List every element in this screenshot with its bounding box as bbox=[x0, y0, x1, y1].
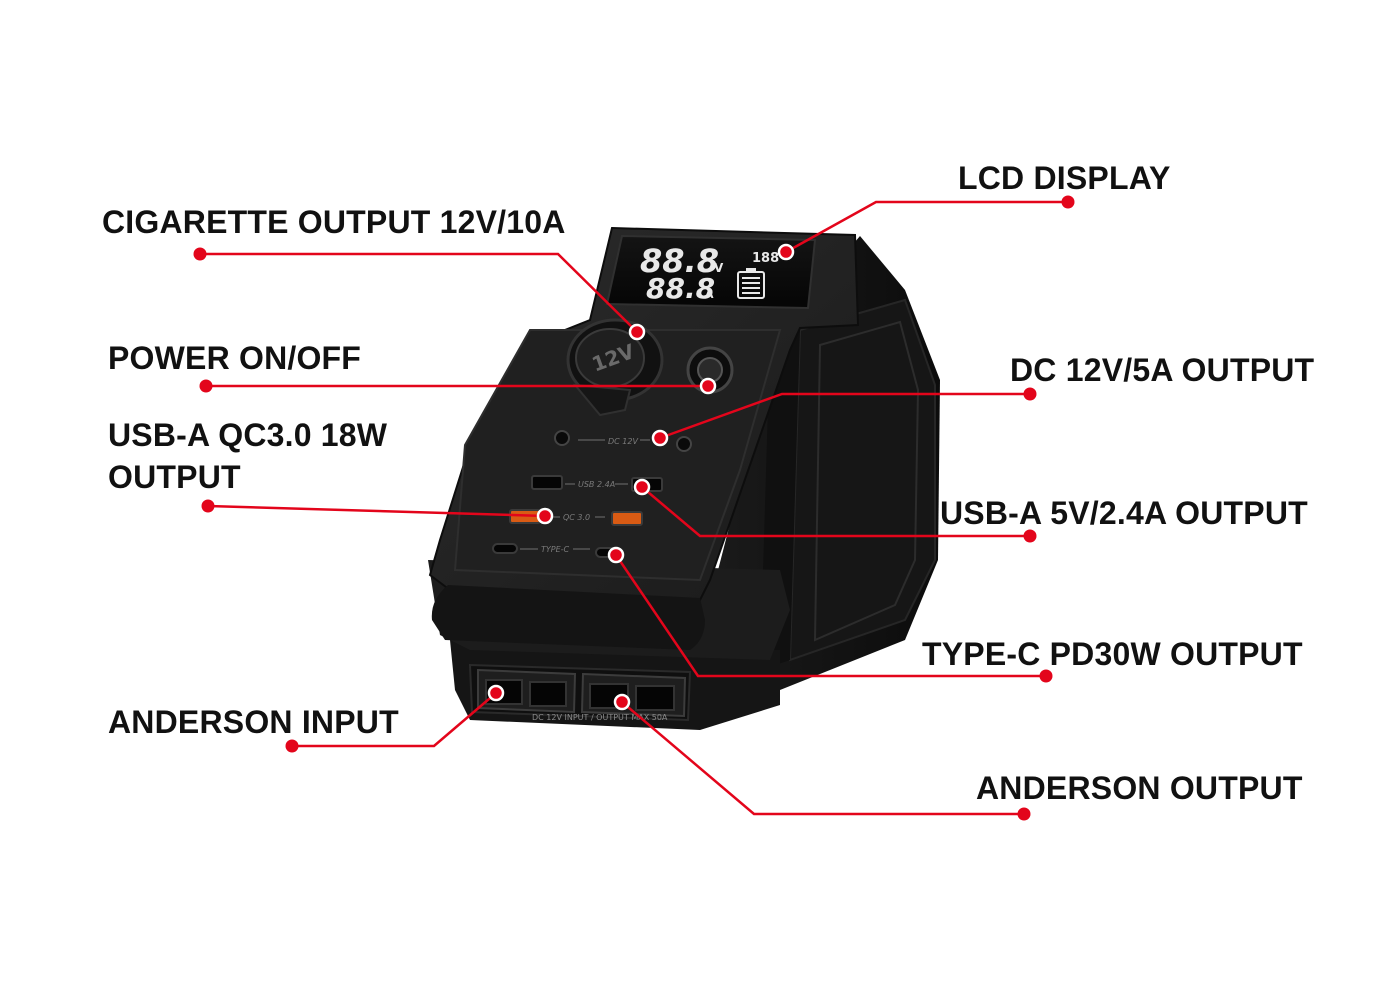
label-lcd-display: LCD DISPLAY bbox=[958, 160, 1171, 196]
callout-dot-qc bbox=[201, 499, 215, 513]
label-cigarette-output: CIGARETTE OUTPUT 12V/10A bbox=[102, 204, 566, 240]
label-anderson-input: ANDERSON INPUT bbox=[108, 704, 399, 740]
callout-target-and_out bbox=[613, 693, 631, 711]
anderson-caption: DC 12V INPUT / OUTPUT MAX 50A bbox=[532, 713, 668, 722]
qc-port-label: QC 3.0 bbox=[563, 513, 590, 522]
lcd-voltage: 88.8 bbox=[640, 242, 719, 280]
callout-line-lcd bbox=[785, 200, 1068, 254]
dc-port-label: DC 12V bbox=[608, 437, 638, 446]
label-usb-qc-output: USB-A QC3.0 18W OUTPUT bbox=[108, 417, 388, 495]
callout-dot-usba bbox=[1023, 529, 1037, 543]
usb-port-left[interactable] bbox=[531, 475, 563, 490]
label-power-onoff: POWER ON/OFF bbox=[108, 340, 362, 376]
anderson-output-port[interactable] bbox=[580, 672, 687, 718]
callout-target-qc bbox=[536, 507, 554, 525]
qc-port-right[interactable] bbox=[611, 511, 643, 526]
callout-dot-power bbox=[199, 379, 213, 393]
callout-line-qc bbox=[207, 504, 546, 518]
lcd-display: 88.8 V 88.8 A 188 bbox=[605, 234, 817, 310]
callout-line-cig bbox=[200, 252, 638, 333]
usb-port-label: USB 2.4A bbox=[578, 480, 615, 489]
label-typec-output: TYPE-C PD30W OUTPUT bbox=[922, 636, 1303, 672]
callout-line-and_in bbox=[292, 692, 497, 748]
callout-dot-typec bbox=[1039, 669, 1053, 683]
callout-dot-and_out bbox=[1017, 807, 1031, 821]
callout-target-lcd bbox=[777, 243, 795, 261]
label-anderson-output: ANDERSON OUTPUT bbox=[976, 770, 1303, 806]
callout-dot-and_in bbox=[285, 739, 299, 753]
qc-port-row: QC 3.0 bbox=[509, 509, 643, 526]
battery-icon bbox=[737, 268, 765, 299]
typec-port-label: TYPE-C bbox=[541, 545, 570, 554]
label-usb-a-output: USB-A 5V/2.4A OUTPUT bbox=[940, 495, 1308, 531]
callout-target-and_in bbox=[487, 684, 505, 702]
callout-dot-lcd bbox=[1061, 195, 1075, 209]
lcd-voltage-unit: V bbox=[714, 261, 724, 275]
callout-line-typec bbox=[614, 554, 1046, 678]
callout-dot-cig bbox=[193, 247, 207, 261]
callout-target-cig bbox=[628, 323, 646, 341]
callout-line-and_out bbox=[621, 701, 1024, 816]
lcd-current: 88.8 bbox=[646, 272, 715, 305]
callout-dot-dc bbox=[1023, 387, 1037, 401]
dc-port-left[interactable] bbox=[554, 430, 570, 446]
lcd-percent: 188 bbox=[752, 251, 779, 266]
callout-lines bbox=[193, 195, 1075, 821]
callout-line-dc bbox=[659, 392, 1030, 440]
callout-target-usba bbox=[633, 478, 651, 496]
anderson-input-port[interactable] bbox=[477, 668, 577, 714]
callout-target-power bbox=[699, 377, 717, 395]
dc-port-right[interactable] bbox=[676, 436, 692, 452]
callout-target-typec bbox=[607, 546, 625, 564]
lcd-current-unit: A bbox=[705, 288, 714, 301]
typec-port-left[interactable] bbox=[492, 543, 518, 554]
dc-port-row: DC 12V bbox=[554, 430, 692, 452]
power-button[interactable] bbox=[686, 346, 734, 394]
label-dc-output: DC 12V/5A OUTPUT bbox=[1010, 352, 1315, 388]
callout-target-dc bbox=[651, 429, 669, 447]
callout-line-usba bbox=[641, 486, 1030, 538]
